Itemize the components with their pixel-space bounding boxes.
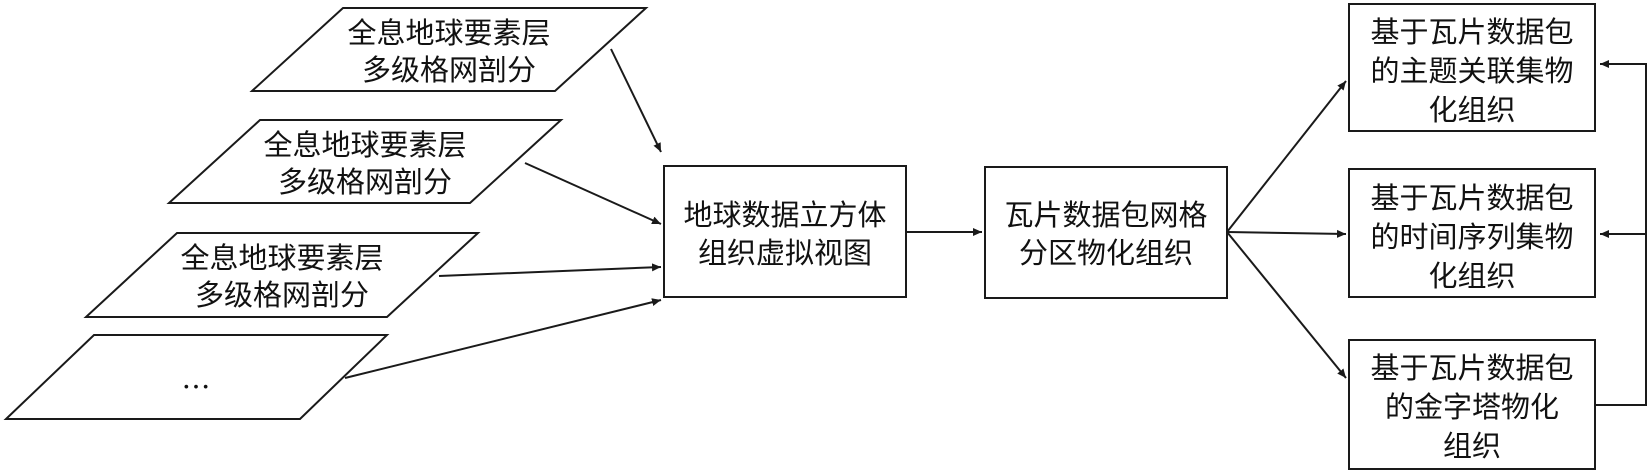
input-node-3-line1: 全息地球要素层 [180,241,383,275]
input-node-2-line1: 全息地球要素层 [263,128,466,162]
input-node-1: 全息地球要素层 多级格网剖分 [249,7,649,92]
output-theme-line3: 化组织 [1428,93,1515,127]
output-theme-line2: 的主题关联集物 [1370,54,1573,88]
arrow-input2-to-cube [524,162,662,225]
input-node-3: 全息地球要素层 多级格网剖分 [83,232,481,318]
output-node-pyramid: 基于瓦片数据包 的金字塔物化 组织 [1348,339,1596,470]
output-pyramid-line1: 基于瓦片数据包 [1370,351,1573,385]
arrow-input1-to-cube [610,48,662,153]
output-theme-line1: 基于瓦片数据包 [1370,15,1573,49]
tile-partition-line2: 分区物化组织 [1019,236,1193,270]
tile-partition-line1: 瓦片数据包网格 [1004,198,1207,232]
input-node-1-line2: 多级格网剖分 [362,53,536,87]
tile-partition-node: 瓦片数据包网格 分区物化组织 [984,166,1228,299]
input-node-ellipsis: … [3,334,390,420]
arrow-partition-to-time-series [1226,229,1347,238]
cube-view-node: 地球数据立方体 组织虚拟视图 [663,165,907,298]
input-node-2-line2: 多级格网剖分 [278,165,452,199]
input-node-1-line1: 全息地球要素层 [347,16,550,50]
arrow-partition-to-theme [1226,80,1347,233]
arrow-input3-to-cube [438,263,662,277]
cube-view-line1: 地球数据立方体 [683,198,886,232]
input-node-2: 全息地球要素层 多级格网剖分 [166,119,564,204]
output-pyramid-line3: 组织 [1443,429,1501,463]
input-node-3-line2: 多级格网剖分 [195,278,369,312]
cube-view-line2: 组织虚拟视图 [698,236,872,270]
output-time-series-line1: 基于瓦片数据包 [1370,181,1573,215]
output-time-series-line3: 化组织 [1428,259,1515,293]
output-node-theme: 基于瓦片数据包 的主题关联集物 化组织 [1348,3,1596,132]
input-node-ellipsis-label: … [182,361,211,395]
output-time-series-line2: 的时间序列集物 [1370,220,1573,254]
arrow-partition-to-pyramid [1226,231,1347,379]
output-pyramid-line2: 的金字塔物化 [1385,390,1559,424]
output-node-time-series: 基于瓦片数据包 的时间序列集物 化组织 [1348,168,1596,298]
arrow-ellipsis-to-cube [344,298,662,379]
